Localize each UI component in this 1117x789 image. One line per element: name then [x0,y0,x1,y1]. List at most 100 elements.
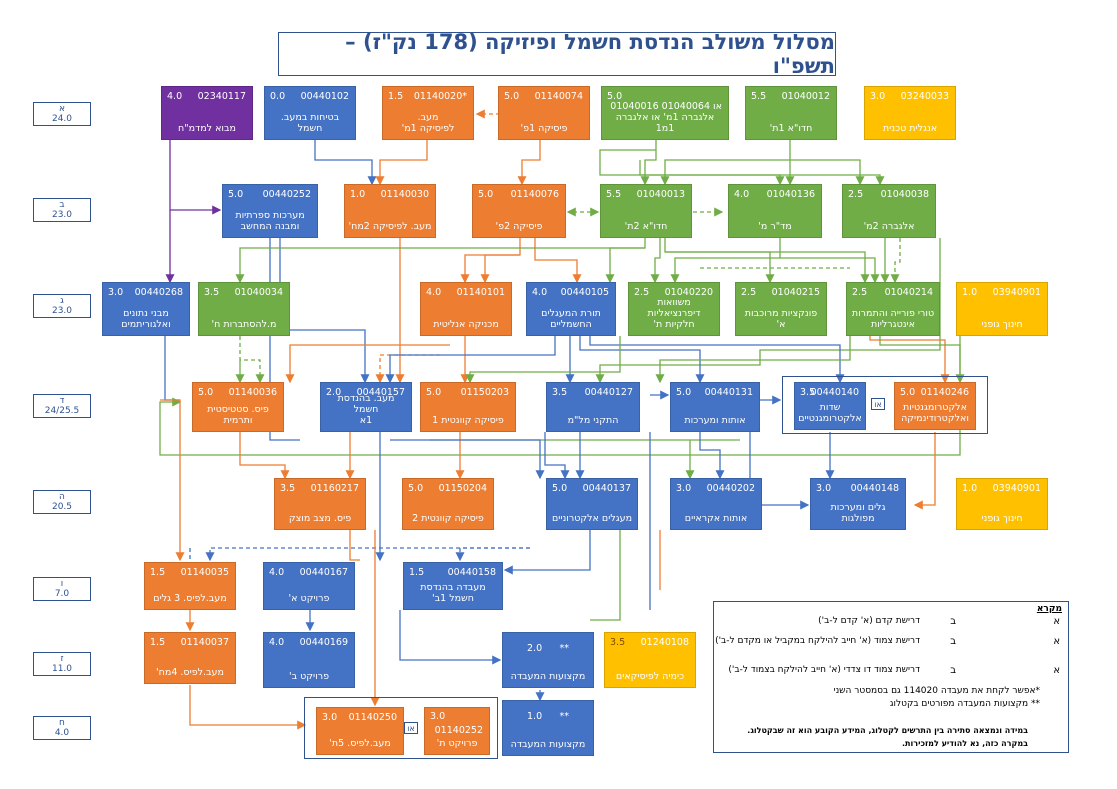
course-name: טורי פורייה והתמרות אינטגרליות [851,308,935,330]
course-name: פיסיקה 1פ' [520,123,568,134]
semester-credits: 11.0 [51,664,73,674]
course-credits: 5.0 [198,387,214,398]
course-name: חדו"א 2ת' [624,221,668,232]
course-credits: 1.0 [962,287,978,298]
course-number: 01040034 [234,287,283,298]
course-number: 00440202 [706,483,755,494]
course-number: 01040012 [781,91,830,102]
course-name: פיסיקה קוונטית 1 [432,415,504,426]
course-number: 01240108 [640,637,689,648]
course-credits: 2.5 [852,287,868,298]
course-name: מערכות ספרתיות ומבנה המחשב [235,210,305,232]
semester-letter: ד [59,396,65,406]
course-credits: 4.0 [734,189,750,200]
course-name: חינוך גופני [981,513,1023,524]
course-credits: 1.0 [527,711,543,722]
course-name: מ.להסתברות ח' [211,319,277,330]
course-name: מעב. בהנדסת חשמל 1א [337,393,395,426]
legend-to: ב [950,636,956,647]
course-number: 01040220 [664,287,713,298]
course-credits: 5.5 [751,91,767,102]
course-number: 01040038 [880,189,929,200]
course-name: מקצועות המעבדה [510,739,586,750]
course-number: 00440157 [356,387,405,398]
course-number: 01140076 [510,189,559,200]
course-name: חינוך גופני [981,319,1023,330]
course-credits: 5.0 [408,483,424,494]
course-lab-electives[interactable]: 2.0**מקצועות המעבדה [502,632,594,688]
course-credits: 1.5 [150,567,166,578]
course-number: 01140037 [180,637,229,648]
legend-from: א [1053,616,1060,627]
course-name: מעב.לפיס. 4מח' [156,667,224,678]
course-number: 00440131 [704,387,753,398]
course-credits: 2.0 [326,387,342,398]
course-name: מד"ר מ' [758,221,792,232]
course-credits: 1.5 [388,91,404,102]
course-name: גלים ומערכות מפולגות [830,502,886,524]
semester-letter: ז [60,654,64,664]
semester-letter: ג [60,296,64,306]
course-number: 03940901 [992,483,1041,494]
course-name: פרויקט א' [288,593,330,604]
course-name: מעבדה בהנדסת חשמל 1ב' [420,582,486,604]
legend-from: א [1053,665,1060,676]
course-lab-electives-2[interactable]: 1.0**מקצועות המעבדה [502,700,594,756]
course-credits: 4.0 [426,287,442,298]
legend-to: ב [950,665,956,676]
or-tag: או [871,398,885,410]
course-number: 01040013 [636,189,685,200]
course-name: פרויקט ת' [436,738,478,749]
course-credits: 2.0 [527,643,543,654]
semester-credits: 7.0 [54,589,70,599]
course-number: 01140250 [348,712,397,723]
course-name: פיסיקה קוונטית 2 [412,513,484,524]
course-number: 00440252 [262,189,311,200]
course-name: מעב.לפיס. 5ת' [329,738,391,749]
course-credits: 5.0 [552,483,568,494]
